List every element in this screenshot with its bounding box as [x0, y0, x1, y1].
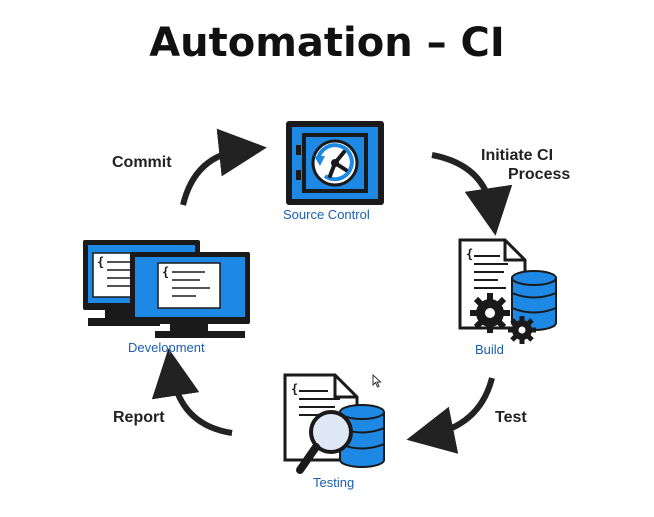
svg-text:{: { [162, 265, 169, 279]
edge-label-initiate-ci-line1: Initiate CI [481, 147, 554, 164]
node-label-testing: Testing [313, 475, 355, 490]
document-magnifier-database-icon: { [283, 373, 385, 474]
edge-label-commit: Commit [112, 154, 172, 171]
svg-text:{: { [97, 255, 104, 269]
arrow-commit [180, 128, 267, 206]
arrow-report [151, 348, 233, 436]
node-label-development: Development [128, 340, 205, 355]
svg-text:{: { [466, 247, 473, 261]
edge-label-test: Test [495, 409, 527, 426]
node-label-build: Build [475, 342, 504, 357]
edge-label-initiate-ci-line2: Process [508, 166, 571, 183]
page-title: Automation – CI [149, 20, 505, 66]
node-label-source-control: Source Control [283, 207, 370, 222]
document-database-gears-icon: { [458, 238, 557, 344]
svg-text:{: { [291, 382, 298, 396]
vault-icon [286, 121, 384, 205]
arrow-test [406, 377, 495, 454]
arrow-initiate-ci [431, 152, 513, 236]
mouse-cursor-icon [372, 374, 382, 388]
edge-label-report: Report [113, 409, 165, 426]
dual-monitor-icon: { { [83, 240, 250, 338]
